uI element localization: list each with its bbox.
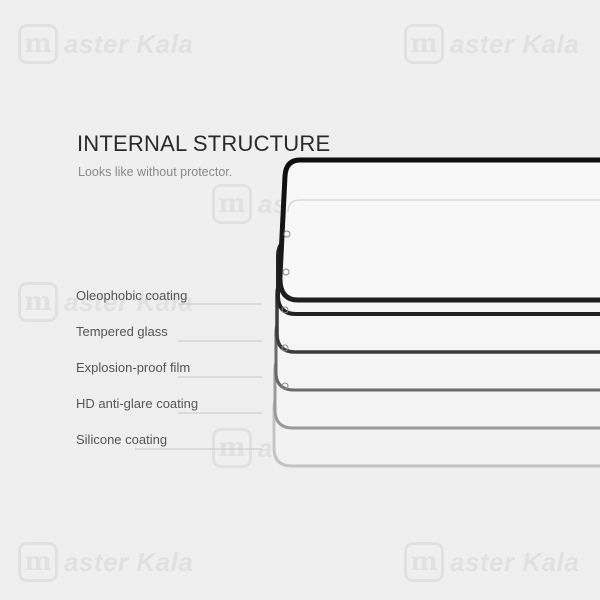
watermark: m aster Kala [18,280,193,324]
watermark-logo-icon: m [18,24,58,64]
label-tempered-glass: Tempered glass [76,324,168,339]
watermark: m aster Kala [404,540,579,584]
page-title: INTERNAL STRUCTURE [77,131,331,156]
watermark: m aster Kala [18,22,193,66]
watermark-text: aster Kala [64,286,194,317]
layer-top-frame [277,157,600,303]
watermark-logo-icon: m [212,428,252,468]
watermark: m aster Kala [404,22,579,66]
watermark-logo-icon: m [18,542,58,582]
watermark-text: aster Kala [450,546,580,577]
label-explosion-proof-film: Explosion-proof film [76,360,191,375]
watermark-logo-icon: m [18,282,58,322]
watermark-logo-icon: m [404,24,444,64]
watermark-logo-icon: m [212,184,252,224]
watermark: m aster Kala [18,540,193,584]
label-silicone-coating: Silicone coating [76,432,168,447]
label-oleophobic-coating: Oleophobic coating [76,288,188,303]
watermark-logo-icon: m [404,542,444,582]
label-hd-anti-glare-coating: HD anti-glare coating [76,396,199,411]
watermark-text: aster Kala [450,28,580,59]
watermark-text: aster Kala [64,28,194,59]
page-subtitle: Looks like without protector. [78,165,233,179]
watermark-text: aster Kala [64,546,194,577]
